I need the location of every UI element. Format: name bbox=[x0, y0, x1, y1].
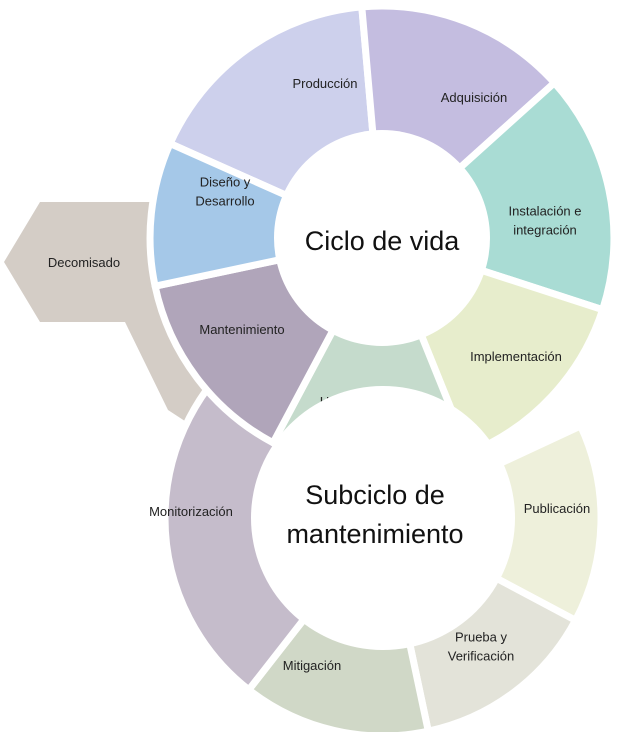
subcycle-stage-prueba-y-verificacion-label-line-2: Verificación bbox=[448, 649, 514, 664]
subcycle-stage-mitigacion-label: Mitigación bbox=[283, 658, 342, 673]
subcycle-stage-prueba-y-verificacion-label-line-1: Prueba y bbox=[455, 630, 508, 645]
stage-produccion-label: Producción bbox=[292, 76, 357, 91]
stage-mantenimiento-label: Mantenimiento bbox=[199, 322, 284, 337]
stage-instalacion-e-integracion-label-line-1: Instalación e bbox=[509, 204, 582, 219]
stage-instalacion-e-integracion-label-line-2: integración bbox=[513, 223, 577, 238]
main-cycle-title: Ciclo de vida bbox=[305, 226, 461, 256]
subcycle-center bbox=[251, 386, 515, 650]
stage-adquisicion-label: Adquisición bbox=[441, 90, 508, 105]
subcycle-stage-monitorizacion-label: Monitorización bbox=[149, 504, 233, 519]
stage-diseno-y-desarrollo-label-line-2: Desarrollo bbox=[195, 194, 254, 209]
main-cycle-center bbox=[274, 130, 490, 346]
subcycle-stage-publicacion-label: Publicación bbox=[524, 501, 591, 516]
stage-diseno-y-desarrollo-label-line-1: Diseño y bbox=[200, 175, 251, 190]
decommission-label: Decomisado bbox=[48, 255, 120, 270]
stage-implementacion-label: Implementación bbox=[470, 349, 562, 364]
subcycle-title-line-2: mantenimiento bbox=[286, 519, 463, 549]
subcycle-title-line-1: Subciclo de bbox=[305, 480, 445, 510]
